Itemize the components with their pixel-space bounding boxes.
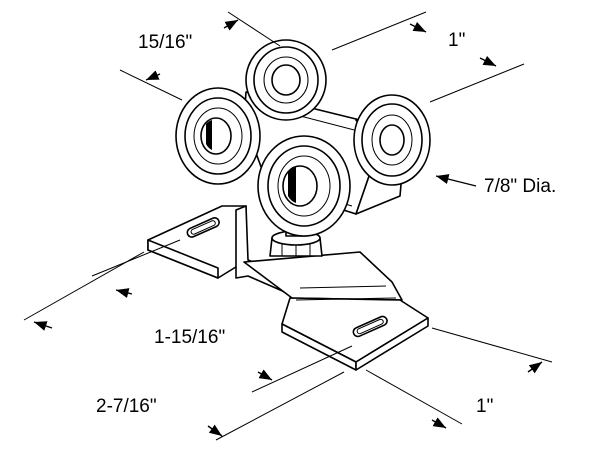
wheel-back-top [245,39,327,121]
label-15-16: 15/16" [138,32,192,53]
dim-bracket-width: 1" [365,327,553,429]
dim-wheel-spacing-top: 15/16" [119,11,281,101]
wheel-front-center [257,135,351,237]
label-1-bottom: 1" [476,396,493,417]
label-2-7-16: 2-7/16" [96,396,157,417]
label-1-15-16: 1-15/16" [154,327,225,348]
dim-bracket-length: 1-15/16" [91,239,353,393]
dim-overall-length: 2-7/16" [23,251,345,441]
dim-wheel-diameter: 7/8" Dia. [435,174,556,197]
lower-slot [352,315,388,338]
label-1-top: 1" [448,30,465,51]
wheel-front-left [175,87,261,185]
dim-wheel-spacing-right: 1" [331,11,525,103]
wheel-back-right [353,94,431,186]
upper-slot [186,217,220,238]
label-7-8-dia: 7/8" Dia. [484,176,556,197]
mounting-bracket [147,205,429,371]
